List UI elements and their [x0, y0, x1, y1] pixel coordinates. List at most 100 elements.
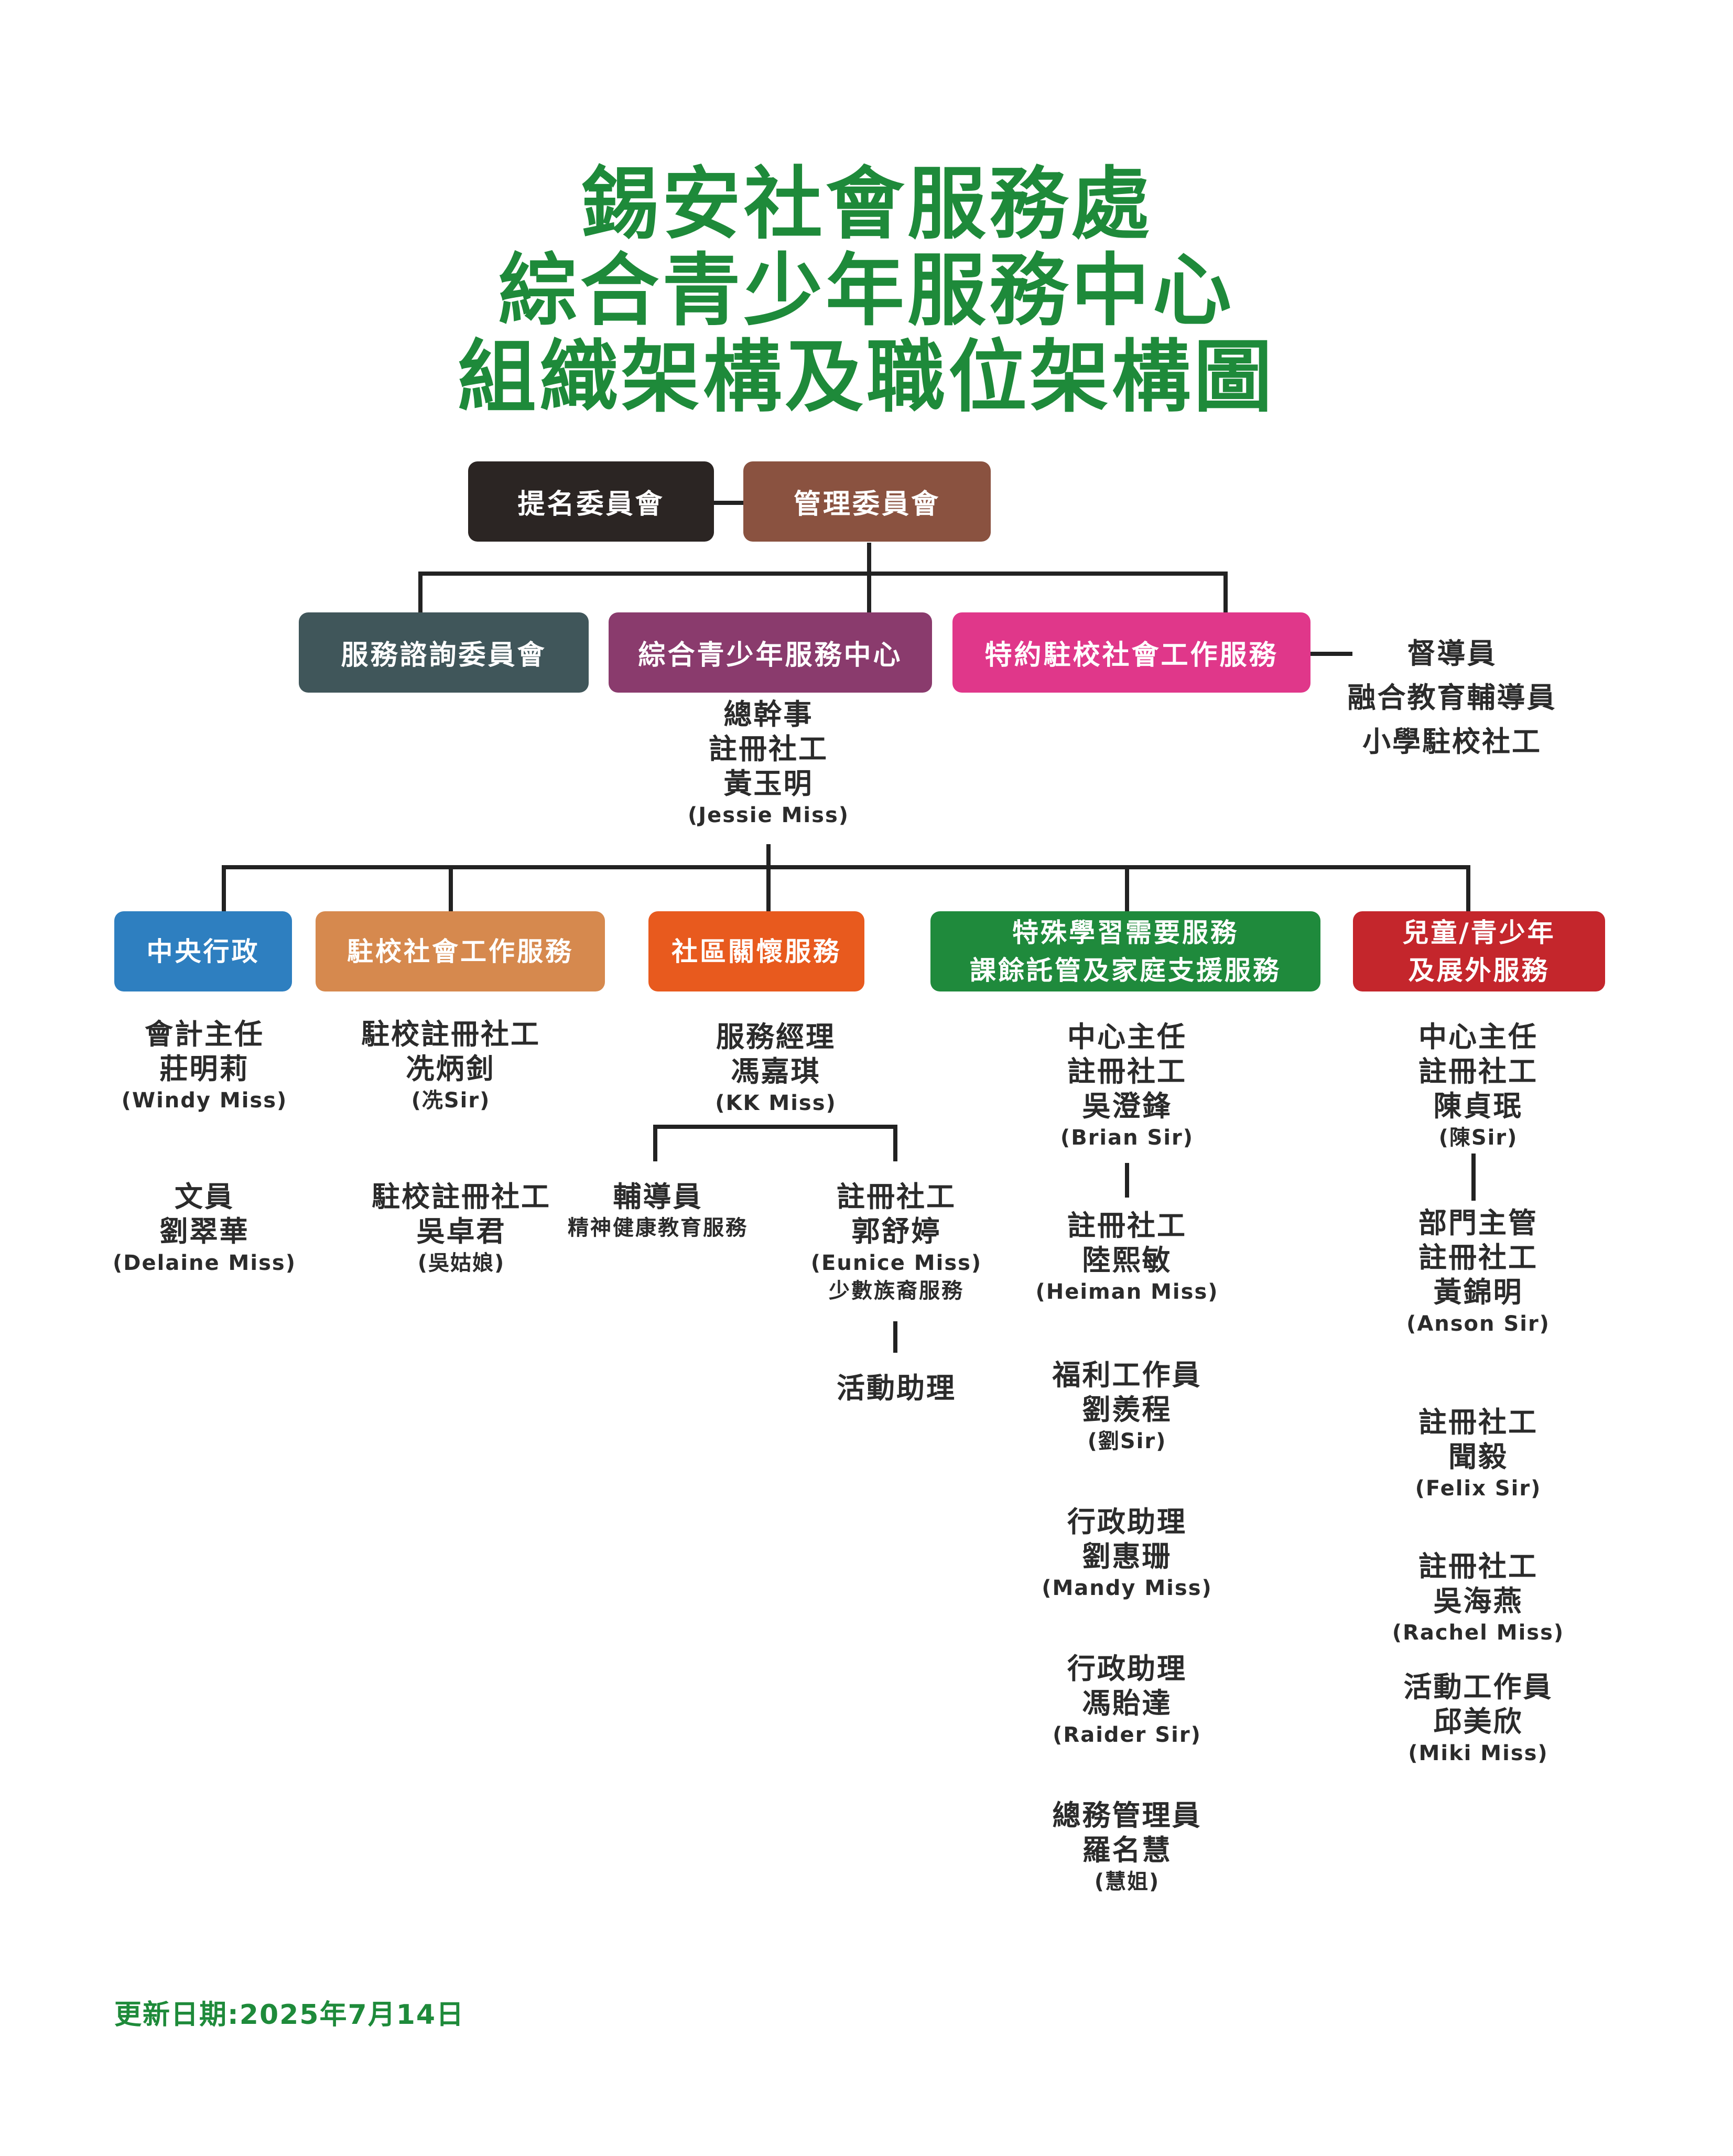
connector-nomination-management: [714, 501, 748, 505]
staff-title: 註冊社工: [1067, 1055, 1187, 1088]
central-staff-1: 會計主任 莊明莉 (Windy Miss): [100, 1017, 309, 1115]
staff-name: 吳卓君: [416, 1215, 506, 1248]
staff-role: 中心主任: [1418, 1020, 1538, 1053]
children-youth-label-line-2: 及展外服務: [1408, 955, 1550, 986]
staff-role: 活動助理: [837, 1372, 956, 1405]
staff-role: 註冊社工: [1067, 1209, 1187, 1242]
children-staff-2: 註冊社工 吳海燕 (Rachel Miss): [1358, 1549, 1599, 1647]
staff-english-name: (Raider Sir): [1053, 1723, 1201, 1747]
staff-role: 註冊社工: [1418, 1406, 1538, 1439]
staff-role: 行政助理: [1067, 1505, 1187, 1538]
staff-name: 黃錦明: [1433, 1276, 1523, 1309]
special-needs-box[interactable]: 特殊學習需要服務 課餘託管及家庭支援服務: [930, 911, 1320, 991]
staff-title: 註冊社工: [1418, 1241, 1538, 1274]
staff-english-name: (劉Sir): [1087, 1429, 1167, 1453]
update-date: 更新日期:2025年7月14日: [114, 1999, 465, 2031]
staff-service: 精神健康教育服務: [568, 1216, 748, 1240]
director-name: 黃玉明: [723, 767, 814, 800]
staff-name: 郭舒婷: [851, 1215, 941, 1248]
staff-name: 吳澄鋒: [1082, 1090, 1172, 1123]
director-title: 註冊社工: [709, 732, 828, 766]
director-english-name: (Jessie Miss): [687, 803, 850, 827]
children-staff-1: 註冊社工 聞毅 (Felix Sir): [1358, 1405, 1599, 1503]
connector-community-assistant: [893, 1321, 897, 1353]
staff-name: 羅名慧: [1082, 1834, 1172, 1867]
school-sw-box[interactable]: 駐校社會工作服務: [316, 911, 605, 991]
staff-service: 少數族裔服務: [829, 1279, 964, 1303]
staff-english-name: (KK Miss): [715, 1091, 837, 1115]
connector-counselor-down: [653, 1125, 657, 1161]
connector-school-staff: [1310, 652, 1352, 656]
staff-role: 中心主任: [1067, 1020, 1187, 1053]
staff-english-name: (吳姑娘): [417, 1251, 505, 1275]
staff-english-name: (冼Sir): [411, 1088, 491, 1113]
staff-name: 馮嘉琪: [731, 1055, 821, 1088]
connector-departments-bar: [222, 865, 1470, 869]
special-needs-label-line-2: 課餘託管及家庭支援服務: [970, 955, 1281, 986]
connector-management-down: [867, 543, 871, 624]
staff-english-name: (Delaine Miss): [113, 1251, 296, 1275]
special-staff-5: 總務管理員 羅名慧 (慧姐): [1006, 1798, 1248, 1896]
staff-role: 活動工作員: [1403, 1670, 1553, 1704]
chart-title-line-2: 綜合青少年服務中心: [498, 245, 1234, 337]
advisory-committee-box[interactable]: 服務諮詢委員會: [299, 612, 589, 693]
connector-level2-bar: [418, 572, 1228, 576]
management-committee-box[interactable]: 管理委員會: [743, 461, 991, 542]
school-sw-staff-1: 駐校註冊社工 冼炳釗 (冼Sir): [325, 1017, 577, 1115]
staff-name: 莊明莉: [159, 1052, 250, 1085]
children-sub: 部門主管 註冊社工 黃錦明 (Anson Sir): [1358, 1206, 1599, 1338]
staff-english-name: (Windy Miss): [121, 1088, 288, 1113]
staff-name: 吳海燕: [1433, 1584, 1523, 1618]
staff-role: 部門主管: [1418, 1206, 1538, 1239]
staff-name: 陸熙敏: [1082, 1244, 1172, 1277]
connector-advisory-up: [418, 572, 423, 613]
ictc-box[interactable]: 綜合青少年服務中心: [609, 612, 932, 693]
special-needs-label-line-1: 特殊學習需要服務: [1012, 917, 1239, 948]
children-staff-3: 活動工作員 邱美欣 (Miki Miss): [1358, 1670, 1599, 1767]
staff-english-name: (Heiman Miss): [1035, 1280, 1219, 1304]
staff-name: 劉惠珊: [1082, 1540, 1172, 1573]
central-admin-box[interactable]: 中央行政: [114, 911, 292, 991]
connector-community-bar: [653, 1125, 897, 1129]
connector-special-up: [1125, 865, 1129, 912]
staff-english-name: (Felix Sir): [1415, 1476, 1542, 1501]
staff-role: 會計主任: [145, 1018, 264, 1051]
community-care-box[interactable]: 社區關懷服務: [648, 911, 864, 991]
director-block: 總幹事 註冊社工 黃玉明 (Jessie Miss): [637, 697, 900, 829]
connector-children-up: [1466, 865, 1470, 912]
school-sw-staff-2: 駐校註冊社工 吳卓君 (吳姑娘): [335, 1180, 587, 1277]
staff-role: 行政助理: [1067, 1652, 1187, 1685]
nomination-committee-box[interactable]: 提名委員會: [468, 461, 714, 542]
connector-community-sw-down: [893, 1125, 897, 1161]
director-role: 總幹事: [723, 698, 814, 731]
community-sw: 註冊社工 郭舒婷 (Eunice Miss) 少數族裔服務: [789, 1180, 1004, 1305]
staff-name: 邱美欣: [1433, 1705, 1523, 1738]
school-staff-supervisor: 督導員: [1407, 637, 1497, 670]
staff-name: 劉翠華: [159, 1215, 250, 1248]
staff-role: 註冊社工: [837, 1180, 956, 1213]
staff-english-name: (Anson Sir): [1406, 1312, 1550, 1336]
school-service-box[interactable]: 特約駐校社會工作服務: [952, 612, 1310, 693]
staff-role: 文員: [175, 1180, 234, 1213]
connector-special-head-staff: [1125, 1163, 1129, 1198]
staff-role: 駐校註冊社工: [361, 1018, 540, 1051]
staff-english-name: (Eunice Miss): [810, 1251, 982, 1275]
special-staff-4: 行政助理 馮貽達 (Raider Sir): [1006, 1652, 1248, 1749]
children-youth-label-line-1: 兒童/青少年: [1402, 917, 1556, 948]
staff-english-name: (Mandy Miss): [1042, 1576, 1212, 1600]
staff-role: 福利工作員: [1052, 1359, 1202, 1392]
children-head: 中心主任 註冊社工 陳貞珉 (陳Sir): [1358, 1020, 1599, 1152]
special-staff-2: 福利工作員 劉羨程 (劉Sir): [1006, 1358, 1248, 1456]
community-counselor: 輔導員 精神健康教育服務: [556, 1180, 760, 1242]
children-youth-box[interactable]: 兒童/青少年 及展外服務: [1353, 911, 1605, 991]
chart-title-line-3: 組織架構及職位架構圖: [457, 332, 1275, 423]
staff-role: 輔導員: [613, 1180, 703, 1213]
school-staff-primary-sw: 小學駐校社工: [1362, 725, 1542, 758]
central-staff-2: 文員 劉翠華 (Delaine Miss): [100, 1180, 309, 1277]
special-head: 中心主任 註冊社工 吳澄鋒 (Brian Sir): [1006, 1020, 1248, 1152]
school-staff-inclusive-counselor: 融合教育輔導員: [1347, 681, 1557, 714]
staff-role: 服務經理: [716, 1020, 836, 1053]
staff-role: 註冊社工: [1418, 1550, 1538, 1583]
chart-title-line-1: 錫安社會服務處: [580, 159, 1153, 250]
special-staff-3: 行政助理 劉惠珊 (Mandy Miss): [1006, 1505, 1248, 1602]
